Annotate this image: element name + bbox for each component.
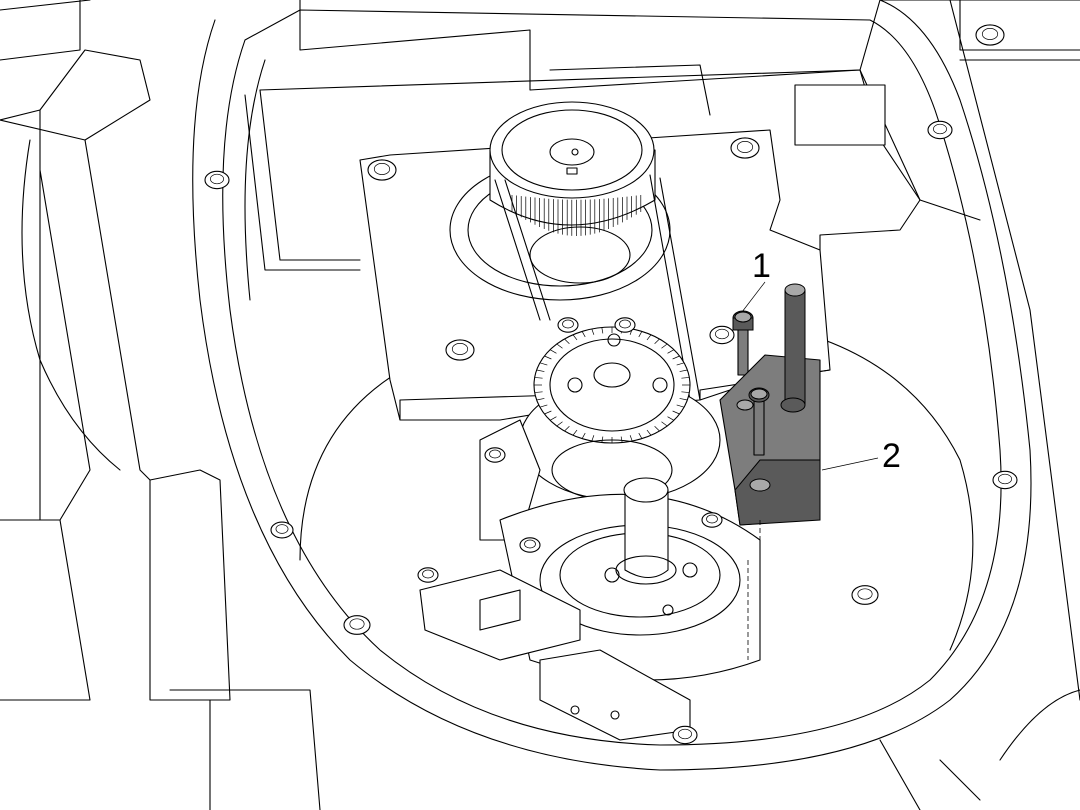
gear-tooth	[536, 398, 545, 401]
bolt-socket	[678, 728, 692, 740]
gear-tooth	[672, 410, 680, 415]
gear-tooth	[591, 435, 595, 442]
gear-tooth	[581, 331, 586, 338]
bolt-head	[975, 24, 1005, 46]
gear-tooth	[681, 377, 690, 379]
gear-tooth	[539, 404, 548, 408]
bolt-socket	[933, 123, 947, 135]
gear-tooth	[676, 404, 685, 408]
bolt-head	[557, 317, 579, 333]
bolt-head	[367, 159, 397, 181]
gear-tooth	[638, 432, 643, 439]
alignment-hidden-line	[747, 520, 761, 660]
bolt-socket	[715, 328, 729, 340]
motor-pulley	[449, 101, 671, 301]
pulley-teeth	[511, 195, 642, 236]
gear-tooth	[672, 355, 680, 360]
bolt-socket	[210, 173, 224, 185]
bolt-socket	[373, 163, 391, 175]
gear-tooth	[620, 436, 623, 443]
gear-tooth	[681, 391, 690, 393]
bolt-head	[270, 521, 294, 539]
gear-tooth	[549, 349, 557, 354]
gear-tooth	[534, 377, 543, 379]
gear-tooth	[556, 421, 563, 427]
driven-pulley	[519, 326, 721, 501]
gear-tooth	[549, 416, 557, 421]
bolt-socket	[524, 539, 536, 549]
bolt-socket	[422, 569, 434, 579]
bolt-head	[417, 567, 439, 583]
gear-tooth	[591, 328, 595, 335]
gear-tooth	[679, 398, 688, 401]
bolt-socket	[489, 449, 501, 459]
bolt-head	[204, 170, 230, 190]
gear-tooth	[661, 343, 668, 349]
gear-tooth	[536, 369, 545, 372]
gear-tooth	[654, 426, 660, 432]
gear-tooth	[572, 334, 578, 341]
callout-2: 2	[821, 437, 901, 475]
gear-tooth	[654, 338, 660, 344]
bolt-head	[484, 447, 506, 463]
bolt-socket	[349, 618, 365, 630]
gear-tooth	[601, 436, 604, 443]
gear-tooth	[544, 410, 552, 415]
gear-tooth	[572, 429, 578, 436]
encoder-block	[419, 569, 691, 741]
bolt-head	[851, 585, 879, 605]
gear-tooth	[661, 421, 668, 427]
bolt-head	[343, 615, 371, 635]
callout-2-label: 2	[882, 437, 901, 475]
gear-tooth	[646, 334, 652, 341]
callout-1-label: 1	[752, 247, 771, 285]
gear-tooth	[638, 331, 643, 338]
gear-tooth	[601, 327, 604, 334]
cap-screw-lower	[748, 387, 770, 456]
callout-1-leader	[741, 281, 766, 313]
bolt-head	[701, 512, 723, 528]
gear-tooth	[667, 349, 675, 354]
bolt-socket	[998, 473, 1012, 485]
gear-tooth	[581, 432, 586, 439]
bolt-head	[730, 137, 760, 159]
bolt-socket	[736, 141, 754, 153]
gear-tooth	[539, 362, 548, 366]
gear-tooth	[679, 369, 688, 372]
bolt-socket	[619, 319, 631, 329]
bolt-head	[709, 325, 735, 345]
bolt-socket	[451, 343, 469, 355]
bolt-socket	[981, 28, 999, 40]
bolt-socket	[275, 524, 289, 534]
bolt-head	[672, 725, 698, 745]
gear-tooth	[534, 391, 543, 393]
gear-tooth	[676, 362, 685, 366]
gear-tooth	[564, 338, 570, 344]
callout-2-leader	[821, 457, 879, 471]
gear-tooth	[556, 343, 563, 349]
bolt-head	[445, 339, 475, 361]
callout-1: 1	[741, 247, 771, 313]
bolt-head	[519, 537, 541, 553]
gear-tooth	[544, 355, 552, 360]
cavity-rim	[192, 0, 1032, 771]
bolt-head	[614, 317, 636, 333]
bolt-head	[992, 470, 1018, 490]
gear-tooth	[646, 429, 652, 436]
tool-bracket	[719, 283, 821, 526]
mounting-bolts	[204, 24, 1018, 745]
gear-tooth	[629, 435, 633, 442]
bolt-head	[927, 120, 953, 140]
bolt-socket	[857, 588, 873, 600]
bolt-socket	[562, 319, 574, 329]
gear-tooth	[667, 416, 675, 421]
gear-tooth	[564, 426, 570, 432]
bolt-socket	[706, 514, 718, 524]
